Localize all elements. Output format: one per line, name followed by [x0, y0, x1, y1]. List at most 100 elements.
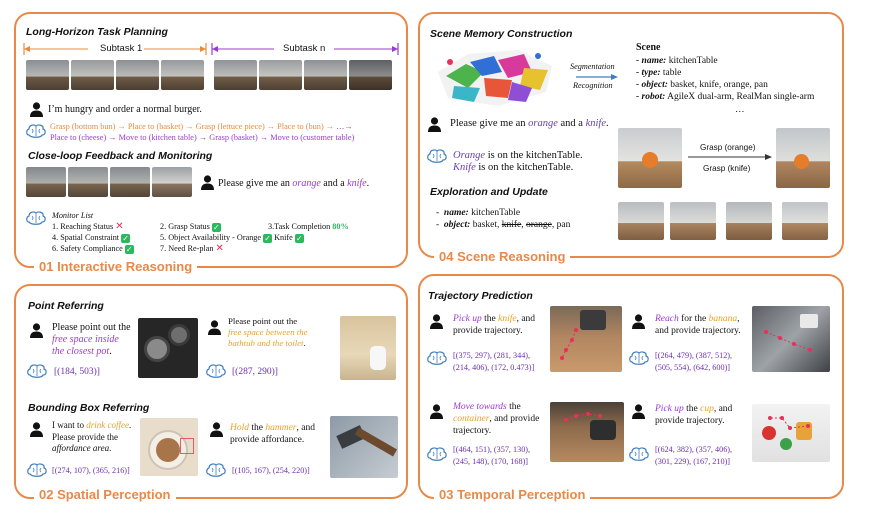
arrow-right-icon	[576, 74, 618, 80]
value: kitchenTable	[468, 208, 521, 218]
query-text: .	[303, 338, 306, 348]
trajectory-overlay-1	[560, 328, 578, 360]
value: AgileX dual-arm, RealMan single-arm	[665, 92, 815, 102]
explore-frame-1	[618, 202, 664, 240]
container-image	[550, 402, 624, 462]
user-request: I’m hungry and order a normal burger.	[48, 104, 202, 115]
panel-title: 03 Temporal Perception	[434, 487, 591, 502]
value: , pan	[551, 220, 571, 230]
monitor-label: 4. Spatial Constraint	[52, 233, 120, 242]
person-icon	[632, 404, 645, 419]
monitor-item-7: 7. Need Re-plan ✕	[160, 243, 224, 255]
query-text: for the	[678, 314, 709, 324]
subtask-bracket-n	[211, 42, 399, 56]
feedback-frame-1	[26, 167, 66, 197]
feedback-frame-2	[68, 167, 108, 197]
query-target: free space between the	[228, 327, 308, 337]
task-frame-1	[26, 60, 69, 90]
task-frame-3	[116, 60, 159, 90]
section-title: Bounding Box Referring	[28, 402, 150, 414]
monitor-item-1: 1. Reaching Status ✕	[52, 221, 124, 233]
query-text: .	[109, 346, 112, 357]
brain-icon	[206, 463, 226, 477]
query-text: the	[249, 423, 266, 433]
scene-object: - object: basket, knife, orange, pan	[636, 79, 768, 91]
key: name:	[443, 208, 469, 218]
scene-type: - type: table	[636, 67, 681, 79]
answer-object: Orange	[453, 150, 486, 161]
query-text: .	[128, 420, 132, 430]
feedback-request: Please give me an orange and a knife.	[218, 178, 369, 190]
req-text: Please give me an	[218, 178, 293, 189]
task-frame-7	[304, 60, 347, 90]
query-action: Hold	[230, 423, 249, 433]
cross-icon: ✕	[115, 221, 124, 232]
query-target: cup	[700, 404, 714, 414]
point-answer-1: [(184, 503)]	[54, 367, 100, 377]
monitor-item-4: 4. Spatial Constraint ✓	[52, 233, 131, 244]
scene-name: - name: kitchenTable	[636, 55, 718, 67]
feedback-frame-3	[110, 167, 150, 197]
explore-frame-4	[782, 202, 828, 240]
panel-title: 01 Interactive Reasoning	[34, 259, 198, 274]
req-text: Please give me an	[450, 118, 529, 129]
traj-coords: [(464, 151), (357, 130),	[453, 445, 531, 454]
person-icon	[30, 102, 43, 117]
query-text: ,	[737, 314, 740, 324]
task-frame-2	[71, 60, 114, 90]
req-object-knife: knife	[347, 178, 367, 189]
query-text: , and	[713, 404, 733, 414]
traj-coords: [(624, 382), (357, 406),	[655, 445, 733, 454]
value: table	[660, 68, 682, 78]
brain-icon	[427, 447, 447, 461]
person-icon	[210, 422, 223, 437]
person-icon	[208, 320, 221, 335]
monitor-label: 6. Safety Compliance	[52, 244, 123, 253]
plan-ellipsis: …→	[334, 122, 353, 131]
query-target: container	[453, 414, 490, 424]
cup-image	[752, 404, 830, 462]
person-icon	[632, 314, 645, 329]
traj-coords: (245, 148), (170, 168)]	[453, 457, 529, 466]
person-icon	[430, 314, 443, 329]
query-action: Move towards	[453, 402, 507, 412]
bbox-query-1: I want to drink coffee.Please provide th…	[52, 420, 142, 455]
monitor-label: Knife	[274, 233, 293, 242]
plan-line-1: Grasp (bottom bun) → Place to (basket) →…	[50, 121, 353, 132]
section-title: Point Referring	[28, 300, 104, 312]
value: ,	[521, 220, 526, 230]
traj-query-2: Reach for the banana,and provide traject…	[655, 313, 765, 337]
brain-icon	[26, 211, 46, 225]
traj-answer-4: [(624, 382), (357, 406),(301, 229), (167…	[655, 444, 732, 468]
subtask-bracket-1	[23, 42, 207, 56]
scene-answer-2: Knife is on the kitchenTable.	[453, 162, 573, 174]
query-target: banana	[708, 314, 738, 324]
monitor-item-3: 3.Task Completion 80%	[268, 222, 349, 233]
check-icon: ✓	[263, 233, 273, 243]
key: object:	[443, 220, 471, 230]
segmentation-label: Segmentation	[570, 62, 615, 71]
query-text: and provide trajectory.	[655, 326, 741, 336]
query-action: Pick up	[453, 314, 482, 324]
traj-answer-3: [(464, 151), (357, 130), (245, 148), (170…	[453, 444, 530, 468]
monitor-label: 5. Object Availability - Orange	[160, 233, 262, 242]
query-text: , and	[296, 423, 315, 433]
traj-coords: [(375, 297), (281, 344),	[453, 351, 531, 360]
grasp-knife-label: Grasp (knife)	[703, 164, 751, 173]
trajectory-overlay-4	[768, 416, 810, 430]
explore-frame-3	[726, 202, 772, 240]
query-target: drink coffee	[86, 420, 129, 430]
section-title: Long-Horizon Task Planning	[26, 26, 168, 38]
arrow-right-icon	[688, 154, 772, 160]
req-object-knife: knife	[585, 118, 606, 129]
scene-robot: - robot: AgileX dual-arm, RealMan single…	[636, 91, 814, 103]
removed-object: orange	[526, 220, 552, 230]
task-frame-6	[259, 60, 302, 90]
key: - name:	[636, 56, 667, 66]
traj-answer-2: [(264, 479), (387, 512),(505, 554), (642…	[655, 350, 732, 374]
section-title: Trajectory Prediction	[428, 290, 533, 302]
scene-query: Please give me an orange and a knife.	[450, 118, 609, 130]
